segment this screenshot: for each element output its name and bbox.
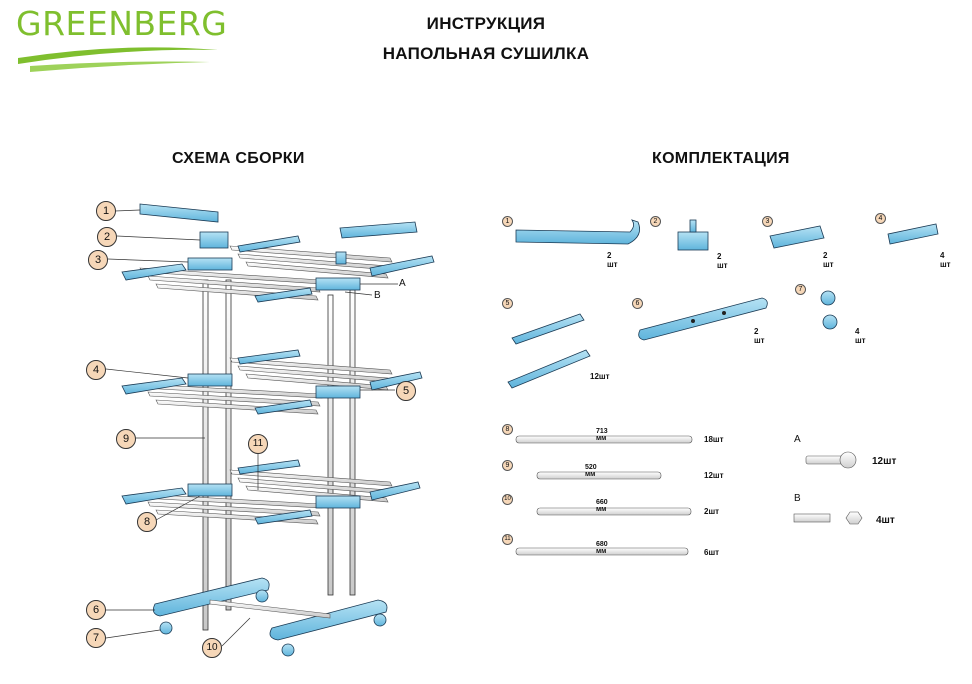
fastener-b-qty: 4шт	[876, 515, 895, 526]
fastener-a-qty: 12шт	[872, 456, 897, 467]
tube-11-qty: 6шт	[704, 548, 720, 557]
tube-8-length: 713 мм	[596, 428, 608, 442]
callout-3: 3	[88, 250, 108, 270]
callout-7: 7	[86, 628, 106, 648]
tube-10-qty: 2шт	[704, 507, 720, 516]
callout-9: 9	[116, 429, 136, 449]
tube-11-length: 680 мм	[596, 541, 608, 555]
part-1-num: 1	[502, 216, 513, 227]
part-1-qty: 2 шт	[607, 251, 618, 269]
tier-top	[121, 235, 435, 303]
callout-11: 11	[248, 434, 268, 454]
tube-10-num: 10	[502, 494, 513, 505]
part-7-qty: 4 шт	[855, 327, 866, 345]
part-4-qty: 4 шт	[940, 251, 951, 269]
callout-10: 10	[202, 638, 222, 658]
part-5-num: 5	[502, 298, 513, 309]
callout-2: 2	[97, 227, 117, 247]
part-2-qty: 2 шт	[717, 252, 728, 270]
brand-logo-text: GREENBERG	[16, 4, 228, 43]
kit-title: КОМПЛЕКТАЦИЯ	[652, 150, 790, 167]
callout-1: 1	[96, 201, 116, 221]
part-6-num: 6	[632, 298, 643, 309]
tube-8-qty: 18шт	[704, 435, 724, 444]
fastener-b-letter: B	[794, 493, 801, 504]
tube-11-num: 11	[502, 534, 513, 545]
tube-8-num: 8	[502, 424, 513, 435]
callout-5: 5	[396, 381, 416, 401]
part-6-qty: 2 шт	[754, 327, 765, 345]
header-title-line1: ИНСТРУКЦИЯ	[426, 14, 546, 33]
tube-9-qty: 12шт	[704, 471, 724, 480]
part-2-num: 2	[650, 216, 661, 227]
callout-4: 4	[86, 360, 106, 380]
label-b: B	[374, 290, 381, 301]
callout-6: 6	[86, 600, 106, 620]
part-3-qty: 2 шт	[823, 251, 834, 269]
part-4-num: 4	[875, 213, 886, 224]
assembly-title: СХЕМА СБОРКИ	[172, 150, 305, 167]
callout-8: 8	[137, 512, 157, 532]
part-3-num: 3	[762, 216, 773, 227]
part-5-qty: 12шт	[590, 372, 610, 381]
tube-9-num: 9	[502, 460, 513, 471]
part-7-num: 7	[795, 284, 806, 295]
tube-10-length: 660 мм	[596, 499, 608, 513]
fastener-a-letter: A	[794, 434, 801, 445]
header-title-line2: НАПОЛЬНАЯ СУШИЛКА	[382, 44, 590, 63]
tube-9-length: 520 мм	[585, 464, 597, 478]
label-a: A	[399, 278, 406, 289]
